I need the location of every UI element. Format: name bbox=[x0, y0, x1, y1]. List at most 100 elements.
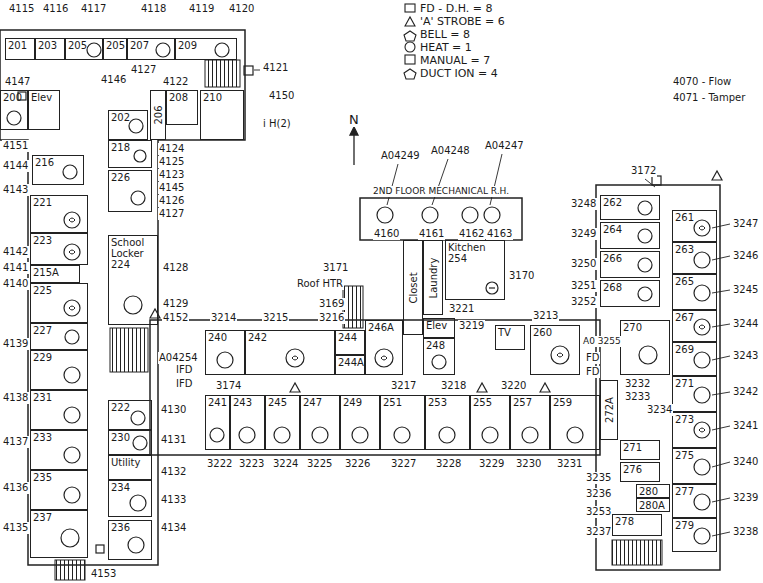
smoke-detector bbox=[129, 119, 143, 133]
smoke-detector bbox=[638, 287, 652, 301]
legend-symbol bbox=[405, 55, 415, 64]
strobe-symbol bbox=[150, 309, 160, 318]
device-number: 3231 bbox=[556, 458, 583, 470]
room-box: 242 bbox=[245, 330, 335, 375]
device-number: 4143 bbox=[2, 184, 29, 196]
room-box: 260 bbox=[530, 325, 580, 375]
device-number: 4126 bbox=[158, 195, 185, 207]
smoke-detector bbox=[375, 349, 393, 367]
smoke-detector bbox=[87, 43, 101, 57]
room-box: 230 bbox=[108, 430, 152, 455]
room-number: 205 bbox=[106, 40, 125, 51]
smoke-detector bbox=[286, 349, 304, 367]
room-box: 229 bbox=[30, 350, 88, 390]
smoke-detector bbox=[239, 427, 255, 443]
device-number: 4132 bbox=[160, 466, 187, 478]
room-number: 209 bbox=[178, 40, 197, 51]
device-number: 3170 bbox=[508, 270, 535, 282]
room-box: 221 bbox=[30, 195, 88, 233]
smoke-detector bbox=[7, 111, 21, 125]
device-number: 4151 bbox=[2, 140, 29, 152]
room-number: 271 bbox=[675, 378, 694, 389]
stair-hatch bbox=[343, 286, 363, 328]
room-box: 253 bbox=[425, 395, 470, 450]
leader-line bbox=[712, 324, 730, 327]
room-box: 266 bbox=[600, 251, 660, 278]
room-number: 231 bbox=[33, 392, 52, 403]
device-number: 3214 bbox=[210, 312, 237, 324]
room-number: 222 bbox=[111, 402, 130, 413]
room-number: 267 bbox=[675, 312, 694, 323]
room-number: Kitchen bbox=[448, 242, 486, 253]
device-number: 3171 bbox=[322, 262, 349, 274]
room-box: 245 bbox=[265, 395, 300, 450]
room-number: 268 bbox=[603, 282, 622, 293]
smoke-detector bbox=[131, 191, 145, 205]
device-number: 3253 bbox=[585, 506, 612, 518]
room-box: 209 bbox=[175, 38, 237, 60]
leader-line bbox=[712, 256, 730, 260]
device-number: 4139 bbox=[2, 338, 29, 350]
leader-line bbox=[712, 224, 730, 228]
room-number: 265 bbox=[675, 276, 694, 287]
room-box: 249 bbox=[340, 395, 380, 450]
smoke-detector bbox=[394, 427, 410, 443]
room-number: 259 bbox=[553, 397, 572, 408]
room-number: 253 bbox=[428, 397, 447, 408]
smoke-detector bbox=[694, 494, 710, 510]
smoke-detector bbox=[694, 252, 710, 268]
smoke-detector bbox=[638, 258, 652, 272]
room-number: 246A bbox=[368, 322, 394, 333]
device-number: 3226 bbox=[344, 458, 371, 470]
heat-detector bbox=[486, 282, 498, 294]
detector-mark bbox=[69, 218, 75, 222]
room-box: 277 bbox=[672, 484, 717, 518]
device-number: 4160 bbox=[373, 228, 400, 240]
room-box: 215A bbox=[30, 265, 80, 283]
smoke-detector bbox=[694, 422, 710, 438]
device-number: A04247 bbox=[484, 140, 525, 152]
room-number: 230 bbox=[111, 432, 130, 443]
room-number: 227 bbox=[33, 325, 52, 336]
room-number: 272A bbox=[604, 397, 615, 423]
strobe-symbol bbox=[477, 383, 487, 392]
device-number: 3238 bbox=[732, 526, 759, 538]
room-box: TV bbox=[495, 325, 525, 350]
detector-mark bbox=[699, 325, 705, 329]
room-box: 203 bbox=[35, 38, 65, 60]
smoke-detector bbox=[352, 427, 368, 443]
room-box: 222 bbox=[108, 400, 152, 430]
smoke-detector bbox=[377, 207, 393, 223]
device-number: 4142 bbox=[2, 246, 29, 258]
detector-mark bbox=[69, 306, 75, 310]
device-number: IFD bbox=[175, 378, 193, 390]
leader-line bbox=[712, 532, 730, 536]
smoke-detector bbox=[462, 207, 478, 223]
device-number: 3235 bbox=[585, 472, 612, 484]
device-number: 3232 bbox=[624, 378, 651, 390]
room-box: Laundry bbox=[423, 240, 443, 315]
manual-station bbox=[652, 176, 661, 185]
room-box: 270 bbox=[620, 320, 670, 375]
smoke-detector bbox=[61, 529, 79, 547]
room-number: 223 bbox=[33, 235, 52, 246]
device-number: 4121 bbox=[262, 62, 289, 74]
room-number: 255 bbox=[473, 397, 492, 408]
device-number: 3216 bbox=[318, 312, 345, 324]
device-number: 4117 bbox=[80, 3, 107, 15]
room-box: 269 bbox=[672, 342, 717, 376]
device-number: 3227 bbox=[390, 458, 417, 470]
device-number: 4128 bbox=[162, 262, 189, 274]
room-number: 208 bbox=[169, 92, 188, 103]
leader-line bbox=[254, 70, 730, 536]
room-number: 237 bbox=[33, 512, 52, 523]
device-number: 4140 bbox=[2, 278, 29, 290]
device-number: 3244 bbox=[732, 318, 759, 330]
room-number: Elev bbox=[31, 92, 52, 103]
device-number: 3249 bbox=[570, 228, 597, 240]
smoke-detector bbox=[694, 387, 710, 403]
room-box: 235 bbox=[30, 470, 88, 510]
smoke-detector bbox=[63, 165, 77, 179]
device-number: IFD bbox=[175, 364, 193, 376]
